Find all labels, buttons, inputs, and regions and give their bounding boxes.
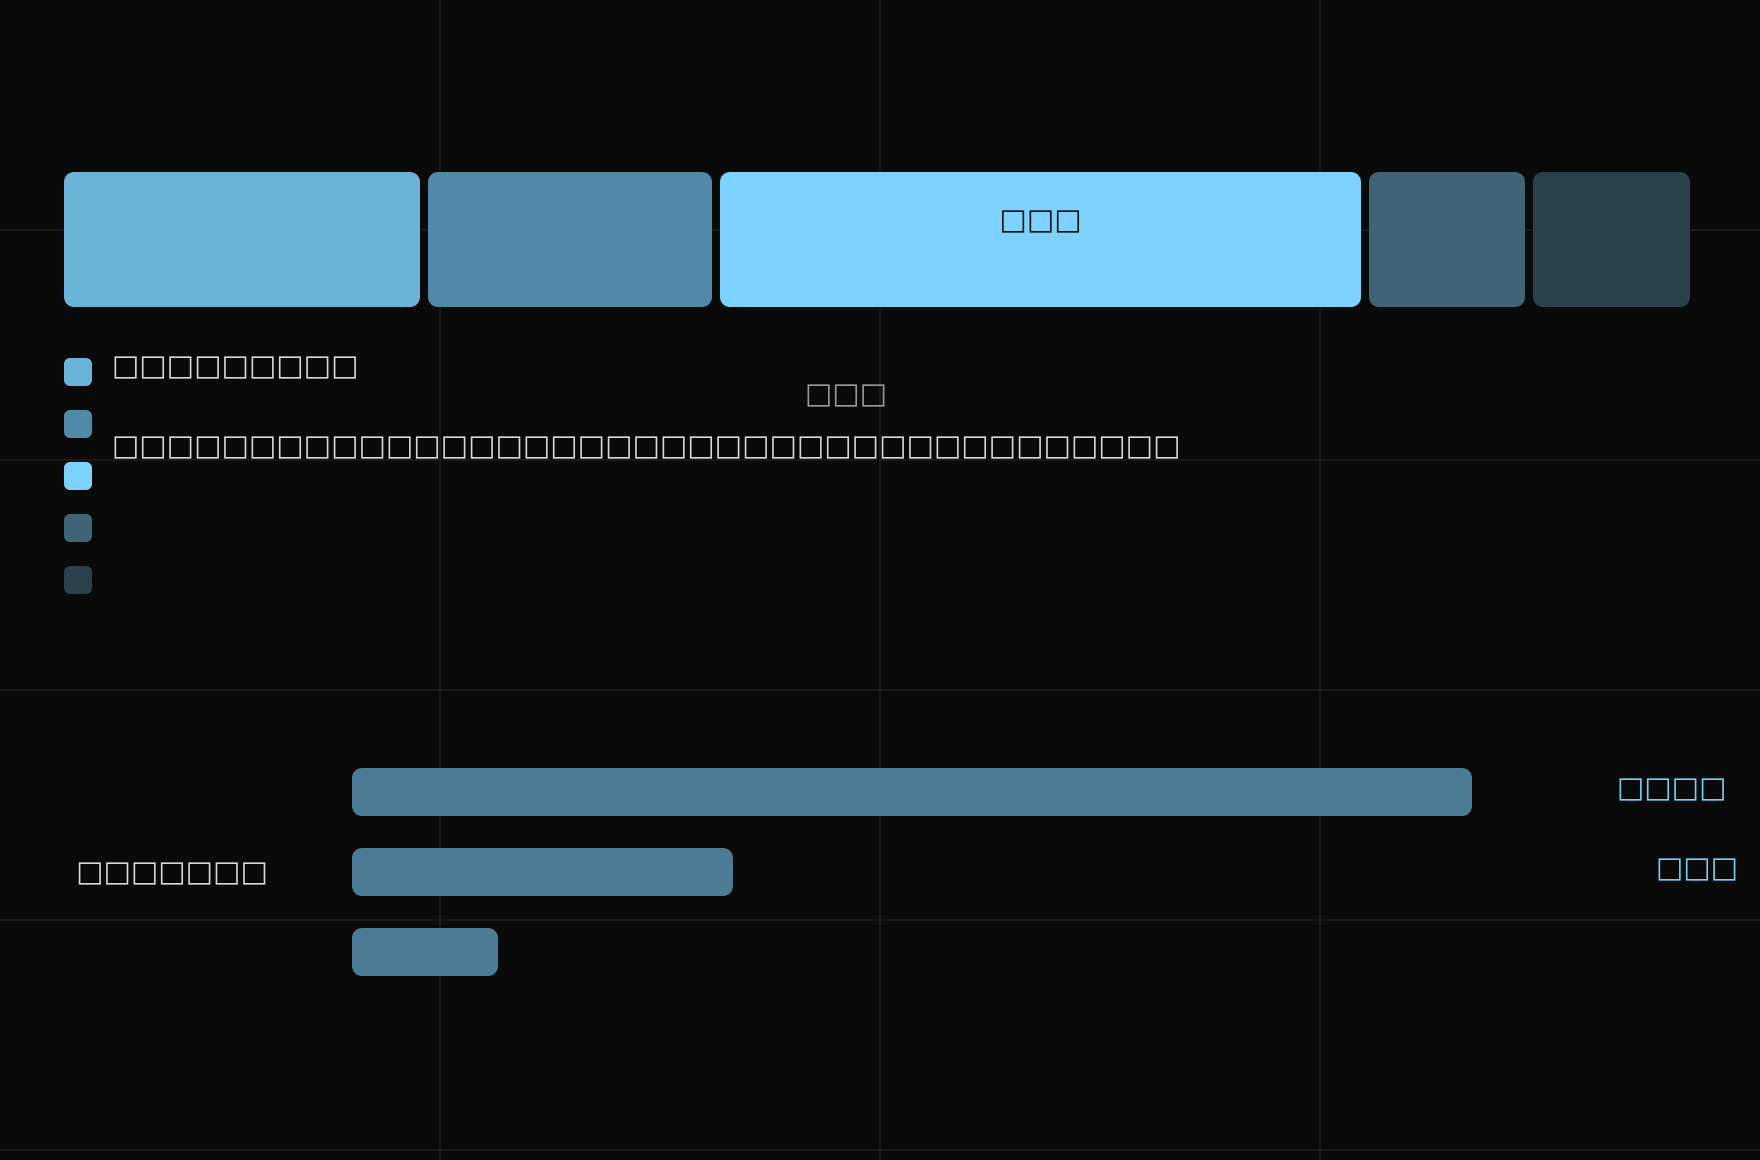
segment-3 (1368, 172, 1526, 307)
bar-2 (352, 928, 498, 976)
segment-4 (1533, 172, 1690, 307)
legend-swatch-0 (64, 358, 92, 386)
segment-1 (427, 172, 713, 307)
legend-swatch-3 (64, 514, 92, 542)
legend-label-1: □□□□□□□□□□□□□□□□□□□□□□□□□□□□□□□□□□□□□□□ (112, 428, 1181, 462)
bar-label-1: □□□□□□□ (76, 854, 268, 888)
legend-swatch-2 (64, 462, 92, 490)
segment-label-2: □□□ (999, 202, 1082, 236)
center-label: □□□ (805, 376, 888, 410)
side-label-bottom: □□□ (1656, 850, 1739, 884)
bar-0 (352, 768, 1472, 816)
legend-swatch-4 (64, 566, 92, 594)
side-label-top: □□□□ (1617, 770, 1727, 804)
segment-2: □□□ (720, 172, 1361, 307)
legend-label-0: □□□□□□□□□ (112, 348, 359, 382)
segment-0 (64, 172, 420, 307)
legend-swatch-1 (64, 410, 92, 438)
bar-1 (352, 848, 733, 896)
